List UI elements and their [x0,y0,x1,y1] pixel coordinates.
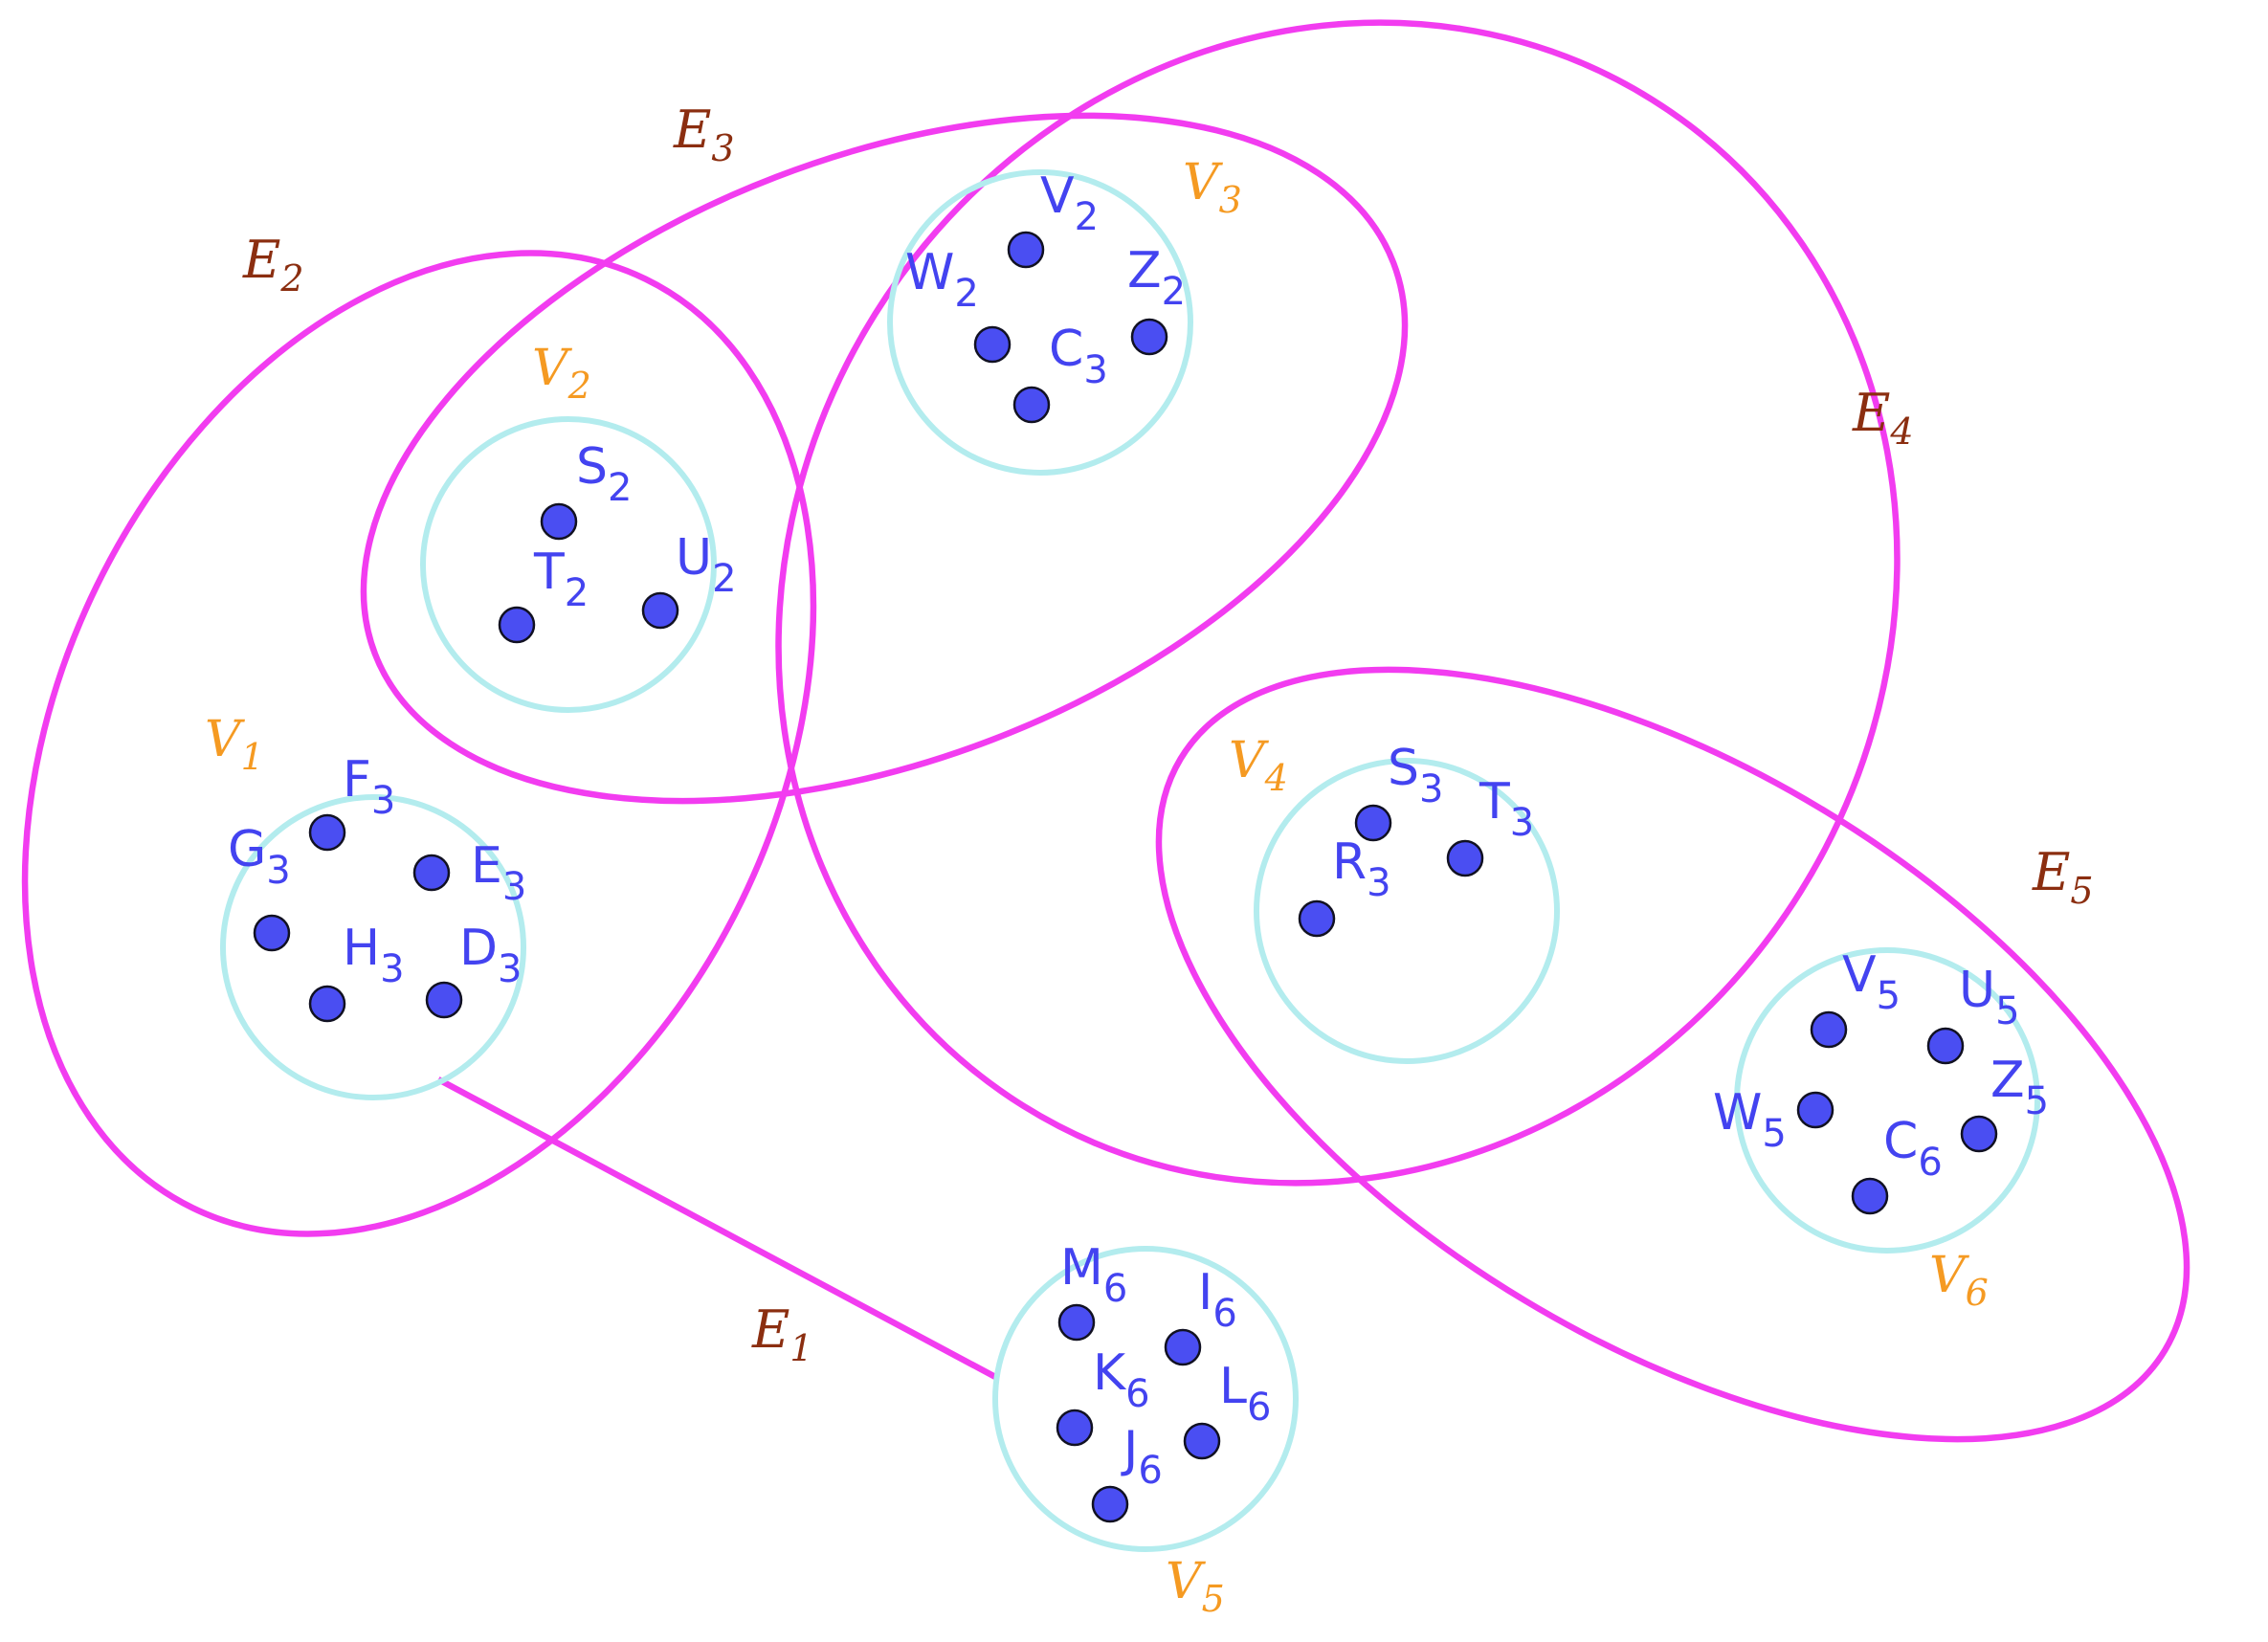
node-label-g3: G3 [228,821,291,893]
node-label-s2: S2 [576,438,632,510]
node-g3 [253,914,291,952]
cluster-v1 [220,794,526,1100]
node-r3 [1298,899,1336,938]
hyperedge-label-e1: E1 [751,1299,813,1369]
node-label-t2: T2 [533,544,589,615]
node-label-w5: W5 [1713,1084,1787,1156]
node-label-d3: D3 [459,920,523,991]
node-label-u5: U5 [1959,962,2020,1033]
hyperedge-e5 [1155,666,2190,1443]
node-s2 [540,502,578,541]
node-label-i6: I6 [1198,1264,1237,1336]
node-label-h3: H3 [343,920,405,991]
node-label-m6: M6 [1060,1239,1127,1311]
node-label-f3: F3 [343,751,395,823]
hyperedge-labels: E1 E2 E3 E4 E5 [242,100,2094,1369]
node-label-u2: U2 [676,529,737,601]
cluster-v5 [992,1246,1299,1552]
cluster-label-v3: V3 [1183,154,1242,221]
node-label-v5: V5 [1842,946,1901,1018]
node-label-k6: K6 [1093,1344,1150,1416]
node-c3 [1012,386,1051,424]
node-label-r3: R3 [1332,833,1391,905]
cluster-label-v6: V6 [1929,1247,1989,1314]
node-j6 [1091,1485,1129,1523]
node-z5 [1960,1115,1998,1153]
hyperedge-e3 [360,112,1409,805]
node-label-z2: Z2 [1127,242,1186,314]
node-i6 [1164,1328,1202,1366]
node-label-c3: C3 [1049,321,1108,392]
node-l6 [1183,1422,1221,1460]
node-t3 [1446,839,1484,877]
cluster-v4 [1254,758,1560,1064]
hyperedge-label-e5: E5 [2032,842,2094,912]
node-label-w2: W2 [905,244,979,316]
node-u5 [1926,1027,1965,1065]
node-z2 [1130,318,1168,356]
cluster-label-v5: V5 [1166,1553,1225,1620]
node-h3 [308,985,346,1023]
node-w5 [1796,1091,1834,1129]
node-s3 [1354,804,1392,842]
hyperedge-label-e2: E2 [242,230,304,300]
nodes [253,231,1998,1523]
node-e3 [412,854,451,892]
node-label-z5: Z5 [1990,1052,2049,1123]
cluster-v3 [887,169,1193,476]
hyperedges [21,19,2190,1443]
clusters [220,169,2040,1552]
node-labels: F3 G3 E3 H3 D3 S2 T2 U2 V2 W2 Z2 C3 S3 T… [228,167,2049,1493]
node-w2 [973,325,1012,364]
node-label-l6: L6 [1219,1358,1271,1430]
node-label-j6: J6 [1121,1421,1163,1493]
node-k6 [1056,1409,1094,1447]
hyperedge-label-e4: E4 [1852,383,1914,453]
node-label-t3: T3 [1479,773,1534,845]
node-label-v2: V2 [1040,167,1099,239]
node-t2 [498,606,536,644]
cluster-labels: V1 V2 V3 V4 V5 V6 [205,154,1989,1620]
node-label-c6: C6 [1883,1113,1943,1185]
node-v2 [1007,231,1045,269]
hyperedge-e1 [436,1076,999,1381]
node-label-e3: E3 [471,837,526,909]
cluster-v6 [1734,947,2040,1254]
node-m6 [1057,1303,1096,1342]
node-v5 [1810,1010,1848,1049]
cluster-label-v2: V2 [532,340,591,407]
cluster-label-v1: V1 [205,711,264,778]
hyperedge-e2 [21,250,817,1237]
node-label-s3: S3 [1388,740,1443,811]
cluster-label-v4: V4 [1229,732,1288,799]
cluster-v2 [420,416,717,713]
node-d3 [425,981,463,1019]
hyperedge-label-e3: E3 [673,100,735,169]
node-f3 [308,813,346,852]
node-u2 [641,591,679,630]
node-c6 [1851,1177,1889,1215]
hyperedge-e4 [775,19,1901,1187]
